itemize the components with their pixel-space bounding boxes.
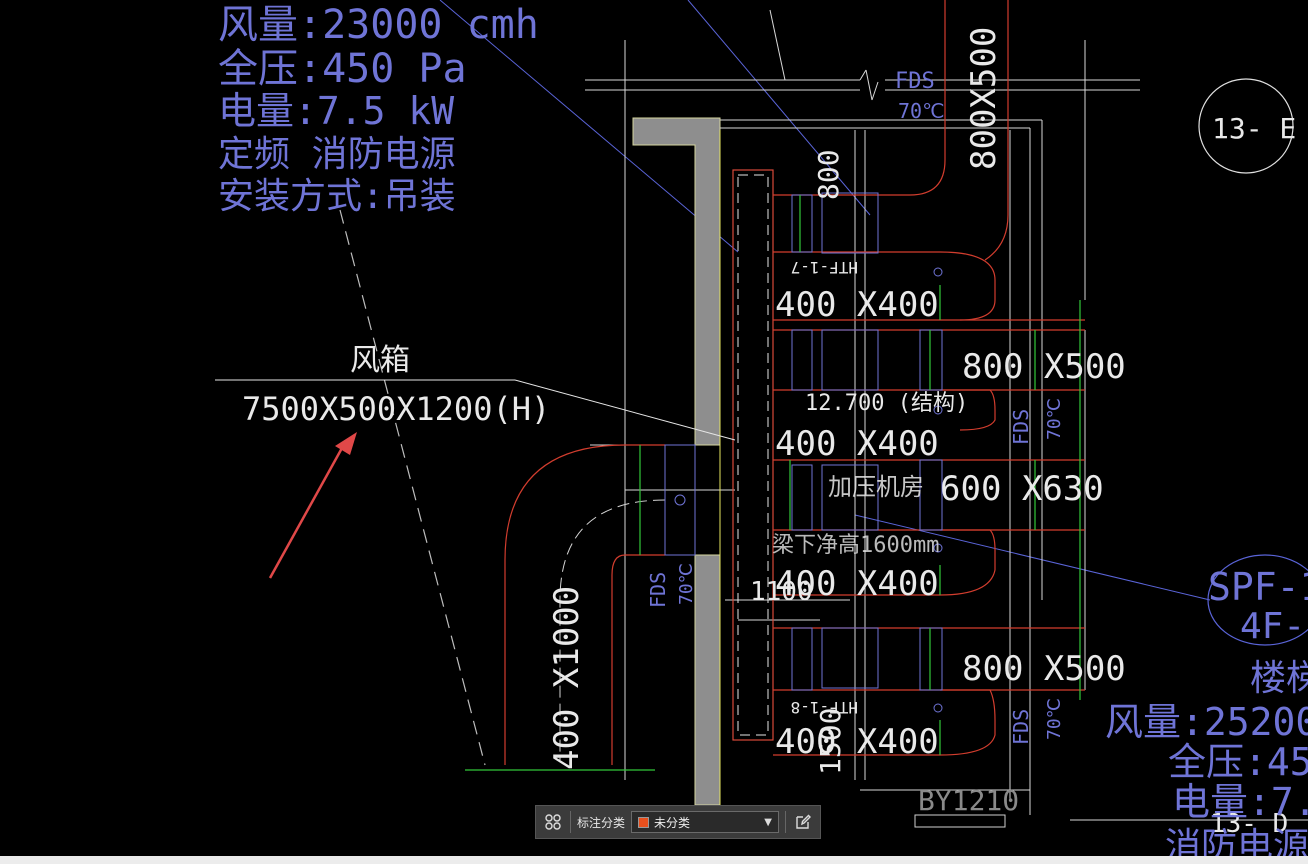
duct-label-r4: 600 X630 [940,469,1104,509]
duct-label-r7: 400 X400 [775,722,939,762]
spec-airflow-left: 风量:23000 cmh [218,2,539,48]
fds-top-label: FDS [895,69,935,94]
spec-tag-right: SPF-1 [1208,565,1308,609]
fds-low-label: FDS [1009,709,1033,745]
fds-top-temp: 70℃ [898,99,945,123]
spec-power-right: 电量:7.5 [1172,780,1308,824]
spec-install-left: 安装方式:吊装 [218,176,456,217]
room-name: 加压机房 [828,473,924,501]
annotation-category-select[interactable]: 未分类 ▼ [631,811,779,833]
toolbar-divider [570,811,571,833]
spec-freq-left: 定频 消防电源 [218,134,456,175]
category-selected-value: 未分类 [654,815,691,830]
dim-vertical-1500: 1500 [814,708,847,775]
category-color-swatch [638,816,650,828]
spec-pressure-left: 全压:450 Pa [218,46,467,92]
plenum-name: 风箱 [350,343,410,378]
dim-vertical-800: 800 [812,149,845,200]
annotation-toolbar: 标注分类 未分类 ▼ [535,805,821,839]
fan-tag-htf-1-8: HTF-1-8 [791,698,858,717]
beam-tag: BY1210 [918,784,1019,817]
duct-size-vertical-top: 800X500 [964,27,1004,170]
chevron-down-icon: ▼ [764,816,772,828]
spec-pressure-right: 全压:450 [1168,740,1308,784]
annotation-category-label: 标注分类 [577,815,626,830]
grid-apps-icon[interactable] [542,811,564,833]
fds-mid-label: FDS [1009,409,1033,445]
grid-bubble-bottom: 13- D [1210,809,1288,839]
plenum-size: 7500X500X1200(H) [242,390,550,428]
duct-label-r3: 400 X400 [775,424,939,464]
elevation-label: 12.700 (结构) [805,391,968,416]
duct-size-400x1000: 400 X1000 [547,586,587,770]
fds-left-temp: 70℃ [676,563,697,605]
fds-left-label: FDS [646,572,670,608]
duct-label-r2: 800 X500 [962,347,1126,387]
fds-mid-temp: 70℃ [1044,398,1065,440]
fan-tag-htf-1-7: HTF-1-7 [791,258,858,277]
dim-1100: 1100 [750,577,813,607]
duct-label-r1: 400 X400 [775,285,939,325]
grid-bubble-top: 13- E [1212,112,1296,145]
spec-power-left: 电量:7.5 kW [218,89,454,133]
spec-floor-right: 4F- [1240,606,1305,647]
spec-location-right: 楼梯 [1250,658,1308,699]
duct-label-r6: 800 X500 [962,649,1126,689]
edit-icon[interactable] [792,811,814,833]
fds-low-temp: 70℃ [1044,698,1065,740]
toolbar-divider [785,811,786,833]
duct-label-r5: 400 X400 [775,564,939,604]
spec-airflow-right: 风量:25200 cr [1105,700,1308,744]
status-strip [0,856,1308,864]
beam-clear-height: 梁下净高1600mm [772,533,939,558]
